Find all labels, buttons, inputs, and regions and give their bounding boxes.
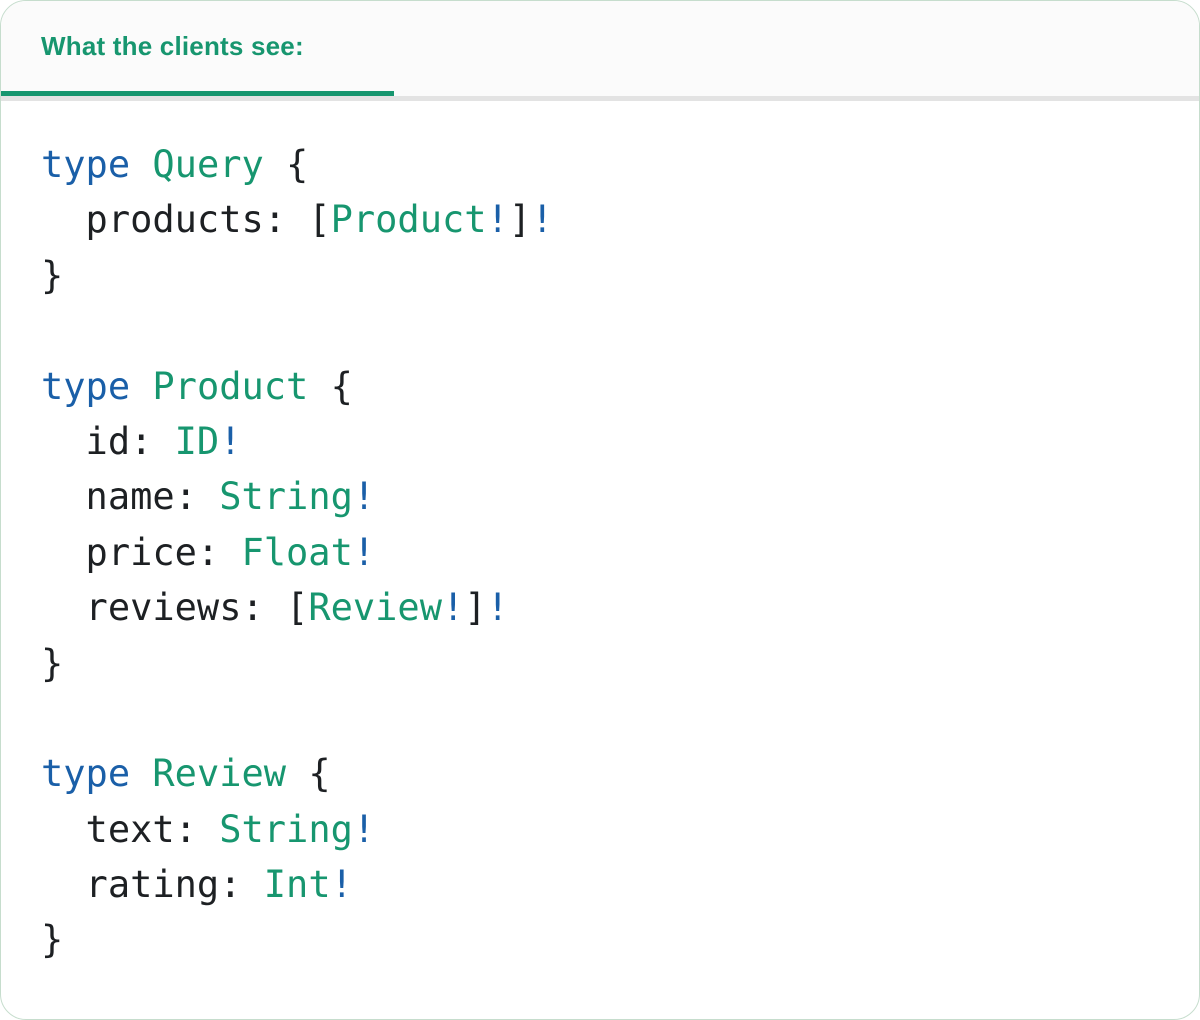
code-token-type: Int xyxy=(263,863,331,907)
code-token-plain: name: xyxy=(41,475,220,519)
code-token-keyword: type xyxy=(41,364,131,408)
code-line: name: String! xyxy=(41,469,1159,524)
code-token-bang: ! xyxy=(219,419,242,463)
code-token-bang: ! xyxy=(330,863,353,907)
code-line: rating: Int! xyxy=(41,857,1159,912)
code-line: type Review { xyxy=(41,746,1159,801)
code-token-plain: id: xyxy=(41,419,175,463)
code-token-keyword: type xyxy=(41,143,131,186)
code-line: id: ID! xyxy=(41,414,1159,469)
code-token-plain: } xyxy=(41,253,64,297)
code-token-plain xyxy=(130,365,152,408)
code-line: products: [Product!]! xyxy=(41,192,1159,247)
code-token-bang: ! xyxy=(352,530,376,574)
tab-bar: What the clients see: xyxy=(1,1,1199,101)
code-token-type: Query xyxy=(152,143,264,186)
schema-code-block: type Query { products: [Product!]!} type… xyxy=(1,101,1199,968)
code-line: type Product { xyxy=(41,359,1159,414)
code-token-plain: price: xyxy=(41,530,242,574)
code-token-bang: ! xyxy=(352,807,376,851)
code-token-plain: { xyxy=(263,143,309,186)
code-token-plain: ] xyxy=(464,586,487,630)
code-token-plain: } xyxy=(41,918,64,962)
code-token-bang: ! xyxy=(486,198,509,242)
code-line: } xyxy=(41,636,1159,691)
code-token-type: Review xyxy=(152,752,287,796)
code-line: } xyxy=(41,248,1159,303)
code-token-type: ID xyxy=(174,419,220,463)
code-token-bang: ! xyxy=(441,586,465,630)
code-token-plain: reviews: [ xyxy=(41,586,309,630)
code-line xyxy=(41,691,1159,746)
code-token-bang: ! xyxy=(486,586,509,630)
code-token-type: Float xyxy=(241,530,353,574)
code-token-type: String xyxy=(219,475,353,519)
code-token-plain: } xyxy=(41,641,64,685)
code-line: type Query { xyxy=(41,137,1159,192)
code-token-type: Product xyxy=(330,198,487,242)
code-token-plain: { xyxy=(308,364,353,408)
code-token-plain: { xyxy=(286,752,331,796)
code-line: } xyxy=(41,912,1159,967)
code-line: text: String! xyxy=(41,802,1159,857)
code-line: reviews: [Review!]! xyxy=(41,580,1159,635)
code-token-type: String xyxy=(219,807,353,851)
code-line xyxy=(41,303,1159,358)
code-token-keyword: type xyxy=(41,752,131,796)
code-token-plain: ] xyxy=(508,198,532,242)
code-token-plain xyxy=(130,752,152,795)
code-token-plain xyxy=(130,143,152,186)
tab-label: What the clients see: xyxy=(41,30,304,61)
code-token-bang: ! xyxy=(531,198,554,242)
code-token-type: Review xyxy=(308,586,442,630)
tab-what-the-clients-see[interactable]: What the clients see: xyxy=(1,1,394,96)
code-token-plain: rating: xyxy=(41,863,264,907)
code-line: price: Float! xyxy=(41,525,1159,580)
code-token-bang: ! xyxy=(352,475,376,519)
code-token-plain: products: [ xyxy=(41,198,331,242)
code-token-plain: text: xyxy=(41,807,220,851)
code-token-type: Product xyxy=(152,364,309,408)
